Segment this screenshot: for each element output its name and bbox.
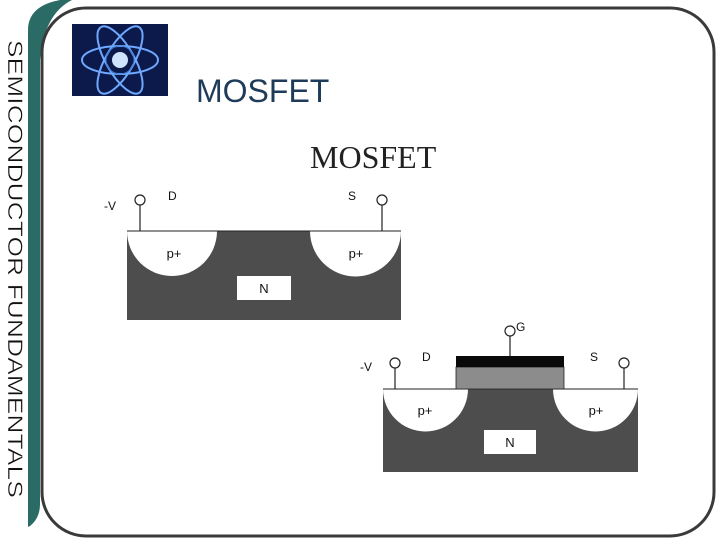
bottom-substrate-label: N	[505, 435, 514, 450]
bottom-left-p-region	[383, 389, 468, 432]
bottom-n-label-box	[484, 430, 536, 454]
bottom-source-terminal	[618, 357, 630, 369]
page-title: MOSFET	[196, 73, 329, 109]
top-left-p-region	[127, 231, 217, 276]
top-drain-terminal	[134, 194, 146, 206]
top-source-label: S	[348, 189, 356, 203]
top-substrate-label: N	[259, 281, 268, 296]
top-right-p-region	[310, 231, 401, 277]
sidebar-band-highlight	[0, 0, 60, 540]
bottom-gate-label: G	[516, 320, 525, 334]
bottom-drain-label: D	[422, 350, 431, 364]
diagram-heading: MOSFET	[310, 139, 437, 175]
bottom-source-label: S	[590, 350, 598, 364]
top-right-region-label: p+	[349, 246, 364, 261]
bottom-right-p-region	[553, 389, 638, 432]
atom-logo-icon	[72, 24, 168, 96]
top-device: N p+ p+ -V D S	[104, 189, 401, 320]
bottom-right-region-label: p+	[589, 403, 604, 418]
top-voltage-label: -V	[104, 199, 116, 213]
top-n-label-box	[237, 276, 291, 300]
bottom-device: G N p+ p+ -V D S	[360, 320, 638, 472]
top-left-region-label: p+	[167, 246, 182, 261]
top-drain-label: D	[168, 189, 177, 203]
bottom-oxide-layer	[455, 366, 565, 390]
sidebar-text: SEMICONDUCTOR FUNDAMENTALS	[3, 40, 26, 498]
bottom-gate-metal	[456, 356, 564, 367]
bottom-gate-terminal	[504, 325, 516, 337]
bottom-voltage-label: -V	[360, 360, 372, 374]
top-source-terminal	[376, 194, 388, 206]
bottom-drain-terminal	[389, 357, 401, 369]
bottom-left-region-label: p+	[418, 403, 433, 418]
